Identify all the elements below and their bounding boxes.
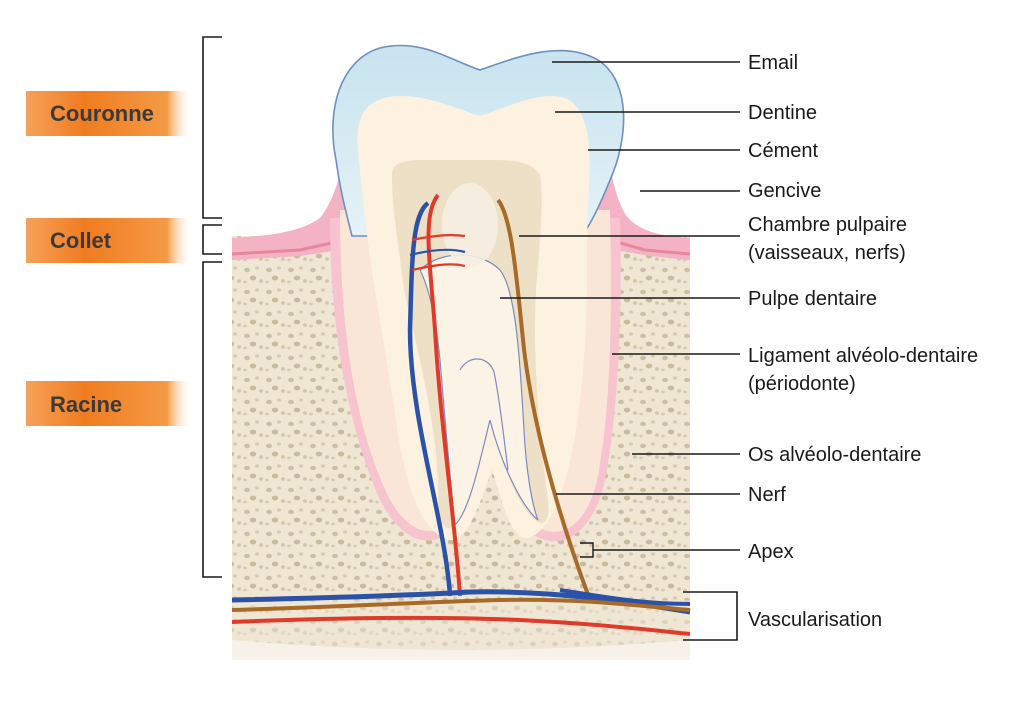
- label-ligament-line1: Ligament alvéolo-dentaire: [748, 345, 978, 367]
- label-dentine: Dentine: [748, 102, 817, 124]
- section-label-racine: Racine: [50, 392, 122, 417]
- bracket-couronne: [202, 36, 222, 219]
- label-os: Os alvéolo-dentaire: [748, 444, 921, 466]
- pulp-core: [419, 254, 539, 527]
- section-tab-couronne: Couronne: [26, 91, 192, 136]
- label-email: Email: [748, 52, 798, 74]
- section-label-collet: Collet: [50, 228, 112, 253]
- label-chambre-line1: Chambre pulpaire: [748, 214, 907, 236]
- section-label-couronne: Couronne: [50, 101, 154, 126]
- label-chambre-line2: (vaisseaux, nerfs): [748, 242, 906, 264]
- bracket-racine: [202, 261, 222, 578]
- leader-apex: [580, 542, 740, 558]
- section-tab-collet: Collet: [26, 218, 192, 263]
- label-apex: Apex: [748, 541, 794, 563]
- bracket-collet: [202, 224, 222, 255]
- section-tab-racine: Racine: [26, 381, 192, 426]
- bracket-vascularisation: [683, 591, 738, 641]
- vessels-in-pulp: [407, 193, 592, 601]
- label-pulpe: Pulpe dentaire: [748, 288, 877, 310]
- label-vascularisation: Vascularisation: [748, 609, 882, 631]
- chamber-highlight: [442, 183, 498, 267]
- label-ligament-line2: (périodonte): [748, 373, 856, 395]
- label-cement: Cément: [748, 140, 818, 162]
- label-gencive: Gencive: [748, 180, 821, 202]
- vascularisation-bundle: [231, 588, 691, 636]
- label-nerf: Nerf: [748, 484, 786, 506]
